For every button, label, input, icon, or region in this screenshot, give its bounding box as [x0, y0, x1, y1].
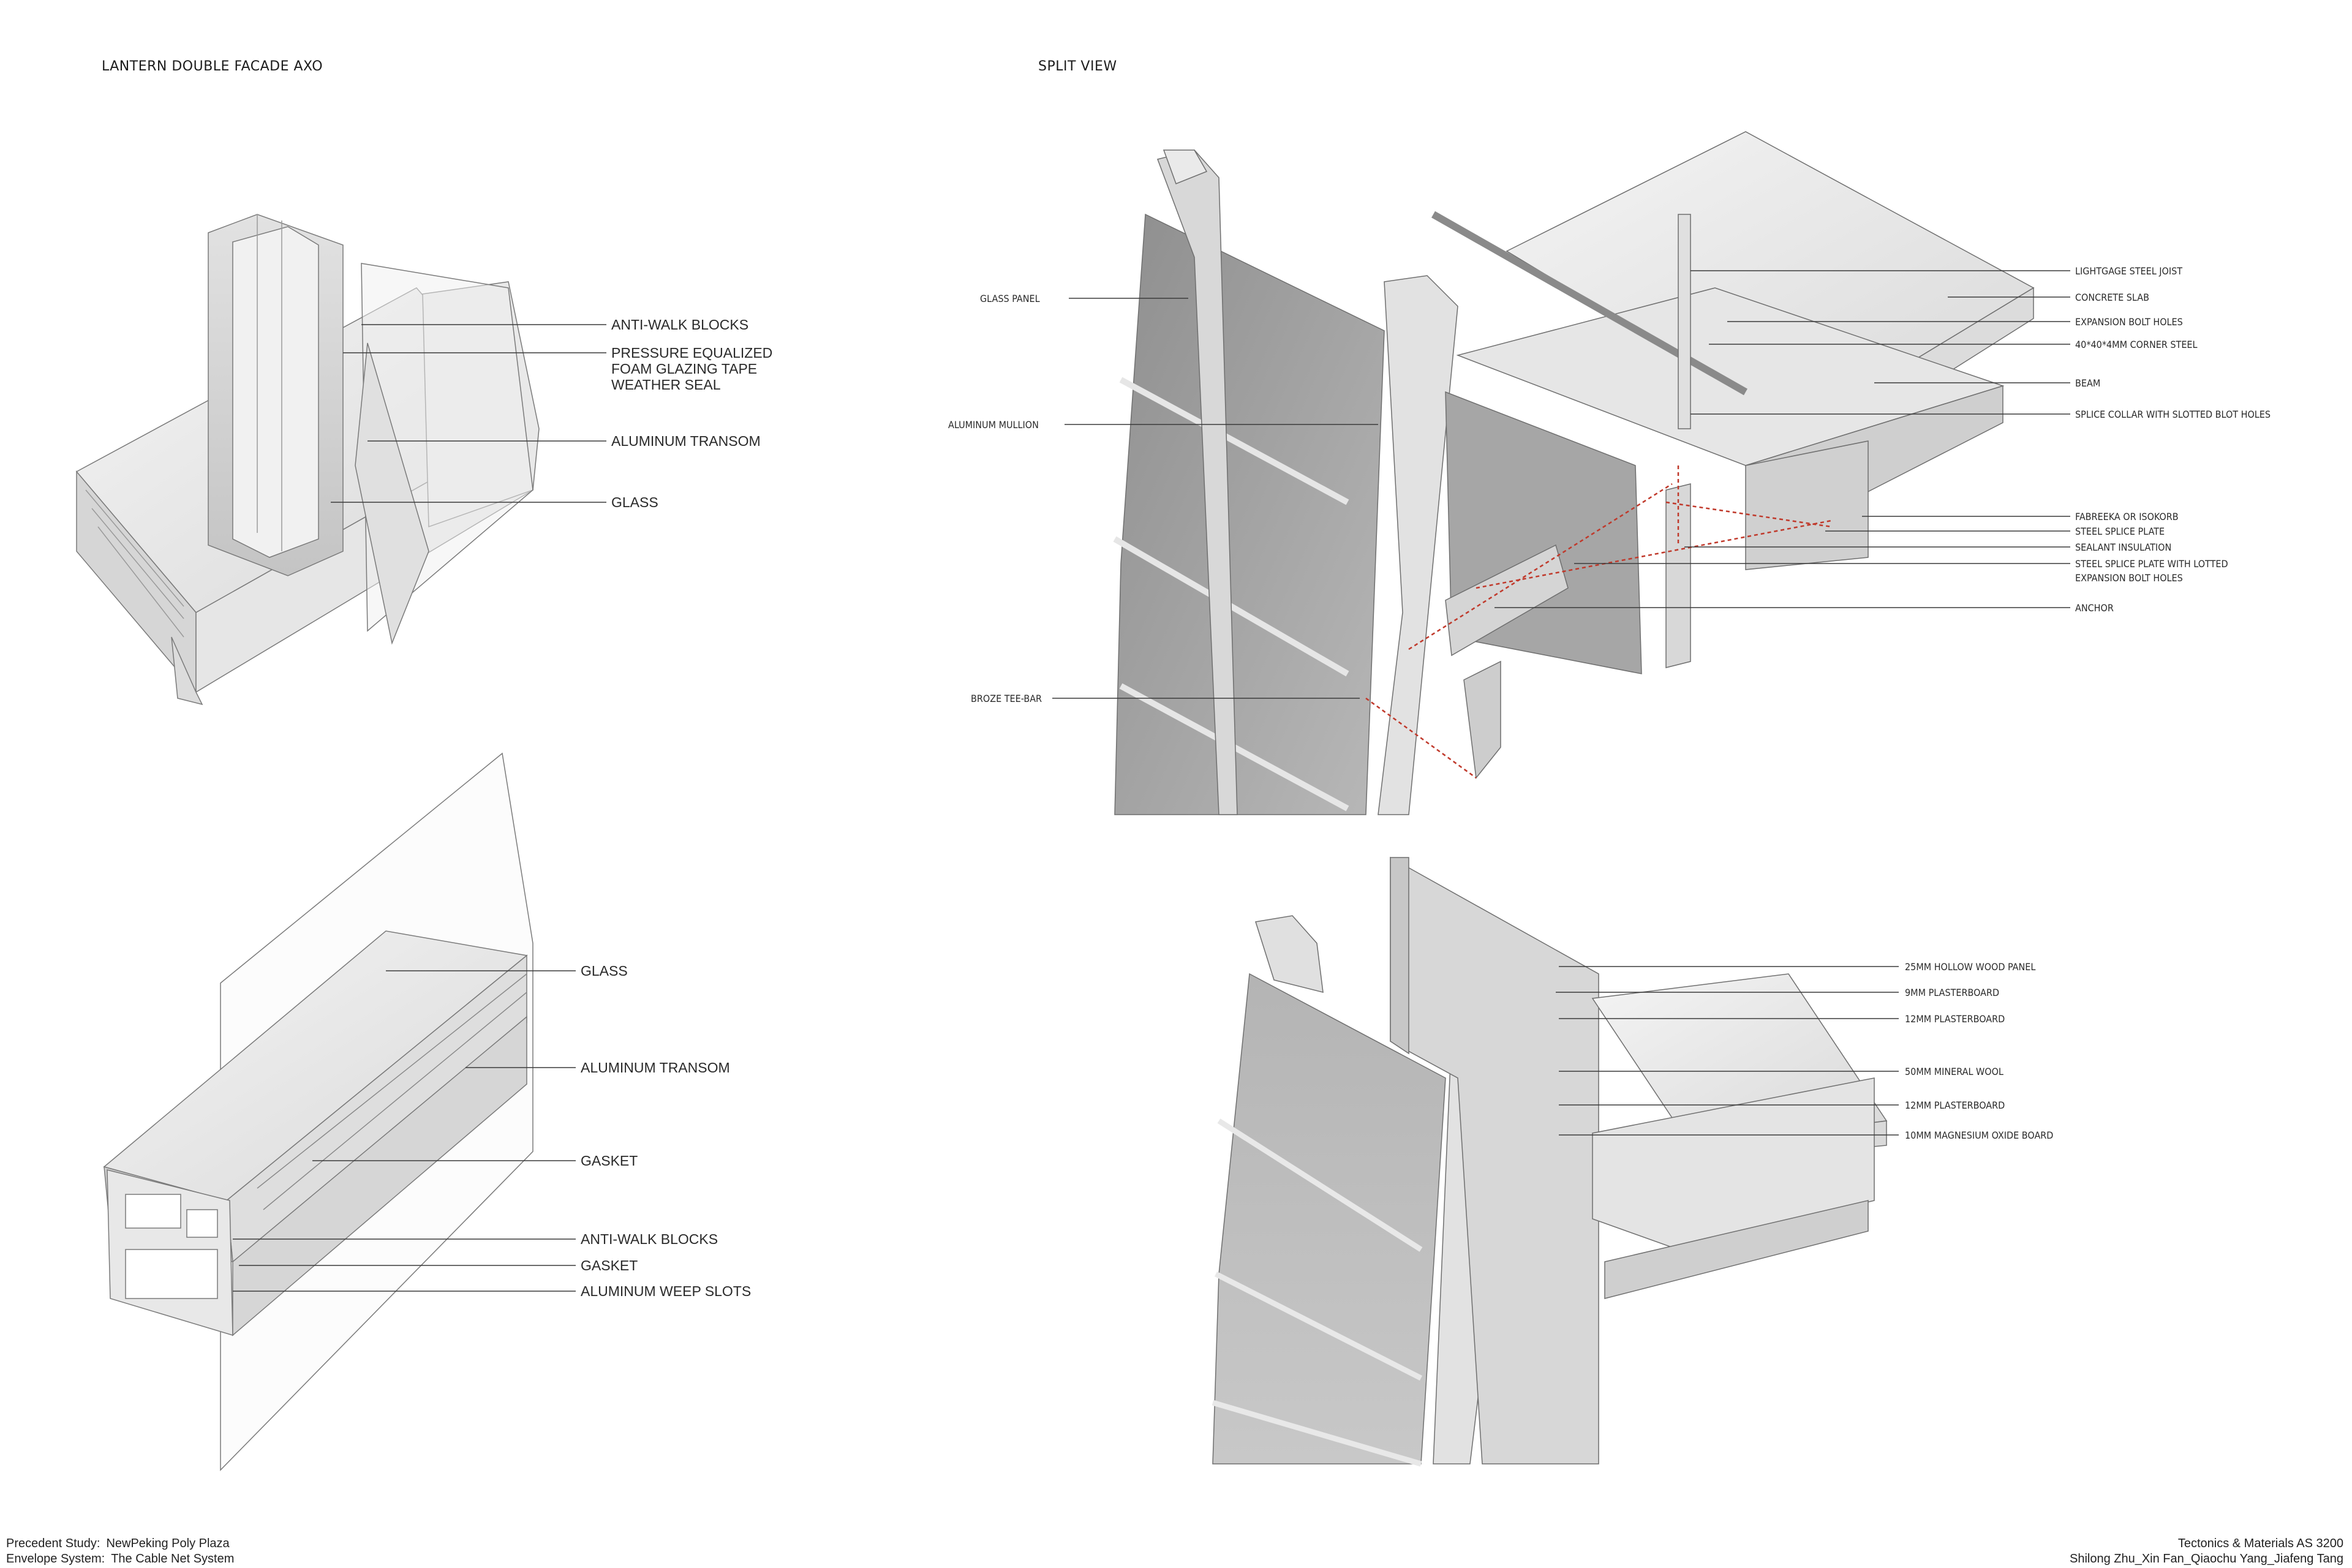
label-aluminum-transom: ALUMINUM TRANSOM — [581, 1060, 730, 1076]
label-lightgage-steel-joist: LIGHTGAGE STEEL JOIST — [2075, 265, 2182, 277]
label-sealant-insulation: SEALANT INSULATION — [2075, 541, 2171, 553]
split-view-bottom-drawing — [1212, 856, 1888, 1467]
label-foam-glazing-tape: FOAM GLAZING TAPE — [611, 361, 757, 377]
label-concrete-slab: CONCRETE SLAB — [2075, 292, 2149, 303]
precedent-study-value: NewPeking Poly Plaza — [106, 1537, 230, 1550]
author-names: Shilong Zhu_Xin Fan_Qiaochu Yang_Jiafeng… — [2069, 1552, 2343, 1566]
label-beam: BEAM — [2075, 377, 2100, 389]
envelope-system-key: Envelope System: — [6, 1552, 105, 1566]
label-gasket: GASKET — [581, 1153, 638, 1169]
label-weather-seal: WEATHER SEAL — [611, 377, 721, 393]
label-aluminum-mullion: ALUMINUM MULLION — [948, 419, 1039, 431]
split-right-annotations: LIGHTGAGE STEEL JOIST CONCRETE SLAB EXPA… — [1494, 265, 2271, 614]
precedent-study-key: Precedent Study: — [6, 1537, 100, 1550]
label-hollow-wood-panel: 25MM HOLLOW WOOD PANEL — [1905, 961, 2035, 973]
label-anti-walk-blocks: ANTI-WALK BLOCKS — [581, 1231, 718, 1247]
left-section-title: LANTERN DOUBLE FACADE AXO — [102, 59, 323, 74]
label-anchor: ANCHOR — [2075, 602, 2114, 614]
label-glass-panel: GLASS PANEL — [980, 293, 1040, 304]
label-12mm-plasterboard-2: 12MM PLASTERBOARD — [1905, 1099, 2005, 1111]
course-name: Tectonics & Materials AS 3200 — [2177, 1537, 2343, 1550]
label-steel-splice-plate: STEEL SPLICE PLATE — [2075, 526, 2165, 537]
axo-bottom-drawing — [103, 752, 533, 1471]
label-anti-walk-blocks: ANTI-WALK BLOCKS — [611, 317, 748, 333]
label-corner-steel: 40*40*4MM CORNER STEEL — [2075, 339, 2198, 350]
split-left-annotations: GLASS PANEL ALUMINUM MULLION BROZE TEE-B… — [948, 293, 1378, 704]
split-view-top-drawing — [1113, 131, 2035, 815]
envelope-system-value: The Cable Net System — [111, 1552, 235, 1566]
label-9mm-plasterboard: 9MM PLASTERBOARD — [1905, 987, 1999, 998]
axo-top-drawing — [75, 214, 540, 706]
footer-right: Tectonics & Materials AS 3200 Shilong Zh… — [2070, 1536, 2343, 1567]
label-glass: GLASS — [611, 494, 658, 510]
label-steel-splice-plate-lotted: STEEL SPLICE PLATE WITH LOTTED — [2075, 558, 2228, 570]
label-broze-tee-bar: BROZE TEE-BAR — [971, 693, 1042, 704]
label-aluminum-weep-slots: ALUMINUM WEEP SLOTS — [581, 1283, 751, 1299]
label-pressure-equalized: PRESSURE EQUALIZED — [611, 345, 772, 361]
assembly-dashed-lines — [1365, 466, 1832, 779]
right-section-title: SPLIT VIEW — [1038, 59, 1117, 74]
label-magnesium-oxide-board: 10MM MAGNESIUM OXIDE BOARD — [1905, 1129, 2053, 1141]
label-splice-collar: SPLICE COLLAR WITH SLOTTED BLOT HOLES — [2075, 409, 2271, 420]
footer-left: Precedent Study: NewPeking Poly Plaza Env… — [6, 1536, 234, 1567]
label-gasket: GASKET — [581, 1257, 638, 1273]
split-bottom-annotations: 25MM HOLLOW WOOD PANEL 9MM PLASTERBOARD … — [1556, 961, 2053, 1141]
label-fabreeka-or-isokorb: FABREEKA OR ISOKORB — [2075, 511, 2179, 522]
axo-top-annotations: ANTI-WALK BLOCKS PRESSURE EQUALIZED FOAM… — [331, 317, 772, 510]
label-expansion-bolt-holes-2: EXPANSION BOLT HOLES — [2075, 572, 2183, 584]
label-expansion-bolt-holes: EXPANSION BOLT HOLES — [2075, 316, 2183, 328]
label-12mm-plasterboard: 12MM PLASTERBOARD — [1905, 1013, 2005, 1025]
axo-bottom-annotations: GLASS ALUMINUM TRANSOM GASKET ANTI-WALK … — [233, 963, 751, 1299]
label-aluminum-transom: ALUMINUM TRANSOM — [611, 433, 761, 449]
label-glass: GLASS — [581, 963, 628, 979]
label-mineral-wool: 50MM MINERAL WOOL — [1905, 1066, 2003, 1077]
